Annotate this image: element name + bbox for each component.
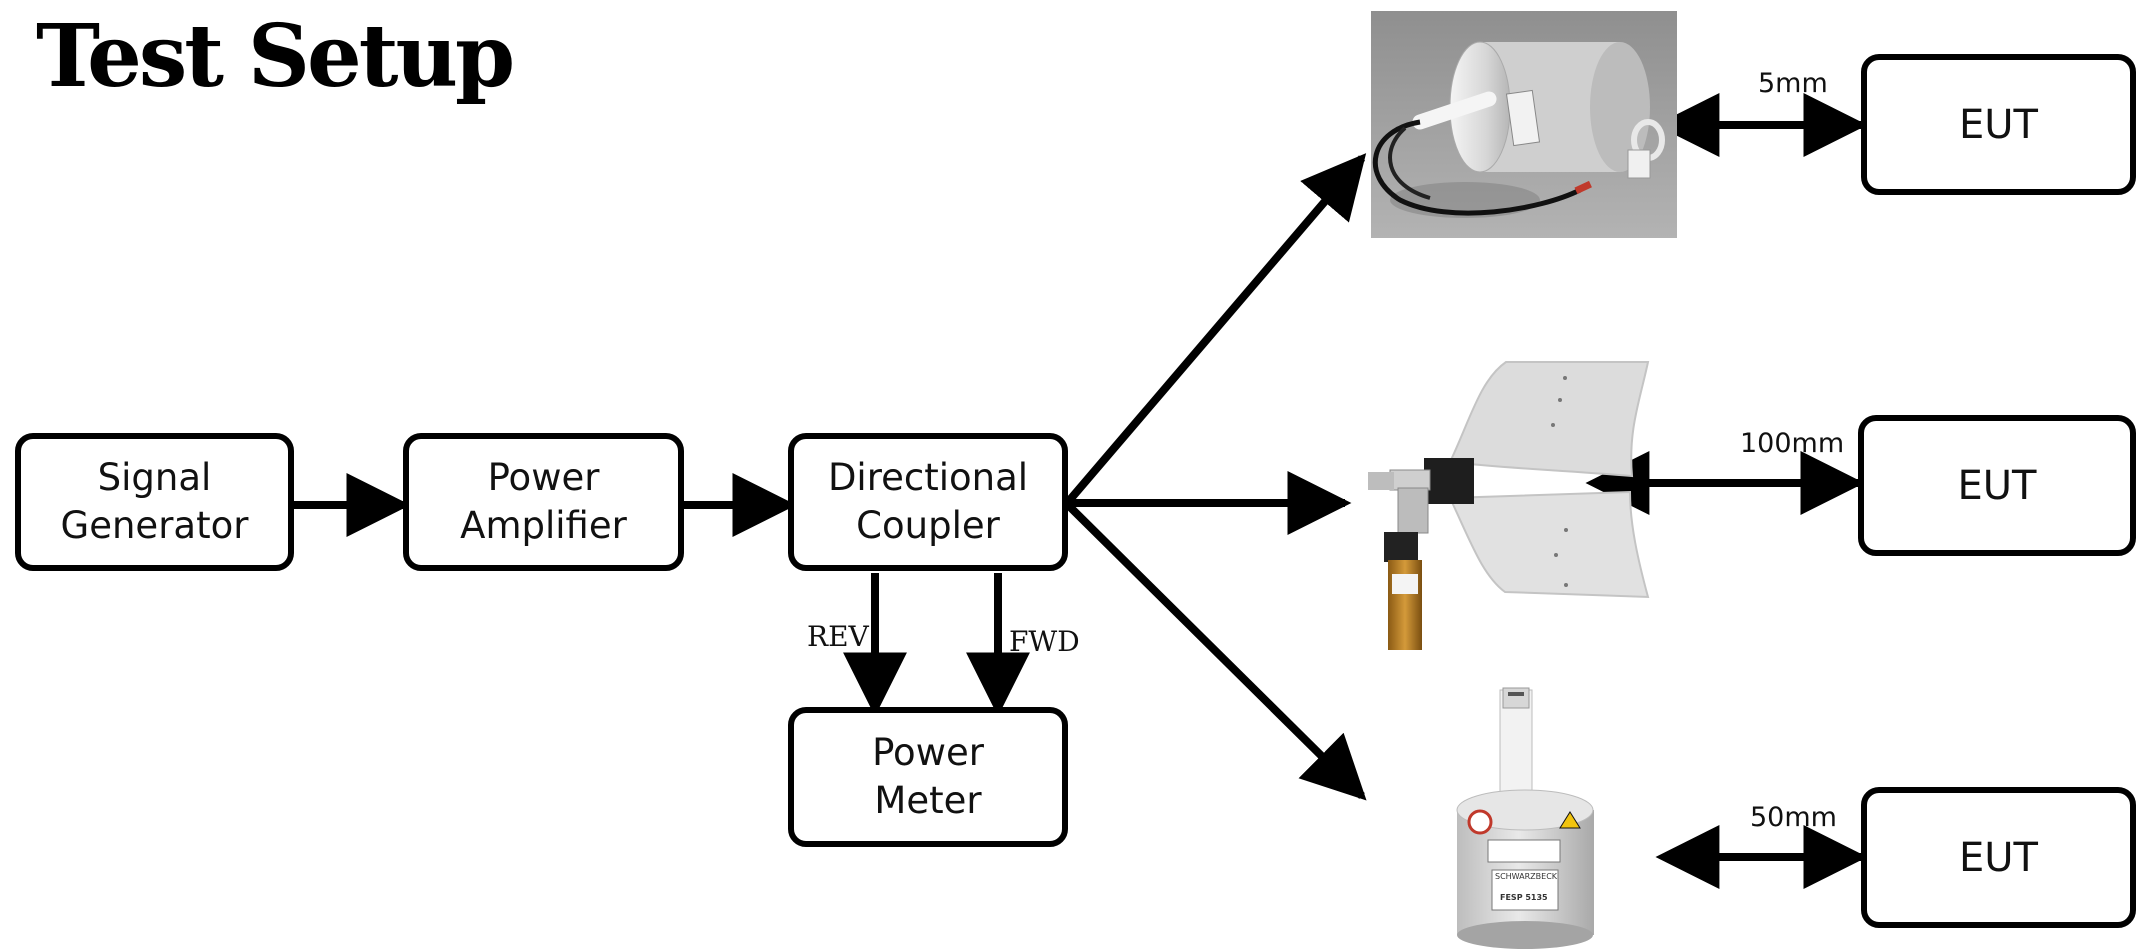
field-probe-maker-label: SCHWARZBECK xyxy=(1495,872,1558,881)
loop-probe-image xyxy=(1371,11,1677,238)
directional-coupler-block: Directional Coupler xyxy=(788,433,1068,571)
eut-label-2: EUT xyxy=(1957,462,2037,509)
power-amplifier-label-line1: Power xyxy=(487,456,600,499)
power-meter-label-line1: Power xyxy=(872,731,984,774)
directional-coupler-label-line2: Coupler xyxy=(856,504,1000,547)
signal-generator-label-line2: Generator xyxy=(60,504,249,547)
field-probe-model-label: FESP 5135 xyxy=(1500,893,1548,902)
bow-tie-antenna-image xyxy=(1368,361,1650,650)
field-probe-image xyxy=(1456,687,1594,949)
power-meter-block: Power Meter xyxy=(788,707,1068,847)
arrow-coupler-to-loop-probe xyxy=(1064,153,1367,505)
eut-label-1: EUT xyxy=(1959,101,2038,148)
power-amplifier-label-line2: Amplifier xyxy=(460,504,627,547)
distance-label-50mm: 50mm xyxy=(1750,802,1837,833)
fwd-port-label: FWD xyxy=(1009,625,1080,658)
power-meter-label-line2: Meter xyxy=(874,779,982,822)
page-title: Test Setup xyxy=(36,6,515,107)
eut-label-3: EUT xyxy=(1959,834,2038,881)
eut-box-3: EUT xyxy=(1861,787,2136,928)
arrow-coupler-to-field-probe xyxy=(1065,502,1367,801)
eut-box-2: EUT xyxy=(1858,415,2136,556)
rev-port-label: REV xyxy=(807,620,869,653)
distance-label-5mm: 5mm xyxy=(1758,68,1828,99)
signal-generator-block: Signal Generator xyxy=(15,433,294,571)
signal-generator-label-line1: Signal xyxy=(97,456,212,499)
directional-coupler-label-line1: Directional xyxy=(827,456,1029,499)
distance-label-100mm: 100mm xyxy=(1740,428,1845,459)
power-amplifier-block: Power Amplifier xyxy=(403,433,684,571)
eut-box-1: EUT xyxy=(1861,54,2136,195)
